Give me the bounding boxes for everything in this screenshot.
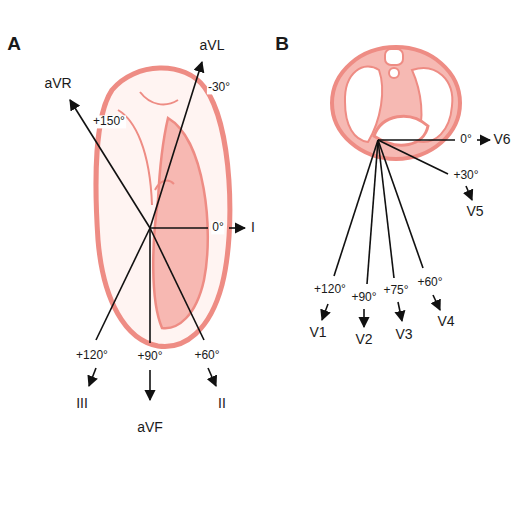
lead-ii-axis [150,228,204,340]
lead-name: V5 [465,204,484,219]
lead-i-axis [150,227,208,229]
spinal-canal [389,68,399,78]
v4-axis [378,140,423,268]
panel-letter: B [274,34,290,55]
v2-axis [367,140,378,284]
small-arrow [89,368,96,386]
torso-outline [332,47,460,159]
avf-axis [149,228,151,343]
lead-name: aVF [136,420,164,435]
small-arrow [433,295,440,310]
angle-label: +30° [452,169,479,182]
lead-name: V2 [354,332,373,347]
small-arrow [322,304,328,320]
angle-label: +60° [193,349,220,362]
valve-line [140,92,178,104]
lead-iii-axis [96,228,150,340]
small-arrow [466,186,472,200]
v6-axis [378,139,455,141]
lead-name: V4 [436,314,455,329]
lead-name: V3 [394,327,413,342]
angle-label: +75° [382,284,409,297]
heart-section [374,116,428,145]
ventricle-wall [153,118,208,328]
angle-label: +120° [313,283,347,296]
angle-label: -30° [207,81,231,94]
v1-axis [334,140,378,276]
small-arrow [363,309,365,327]
angle-label: +150° [92,115,126,128]
lead-name: V6 [492,132,511,147]
angle-label: 0° [459,133,472,146]
spine [385,49,403,65]
lead-name: V1 [308,325,327,340]
angle-label: +60° [416,276,443,289]
lead-name: II [217,396,227,411]
lead-name: aVR [43,76,72,91]
angle-label: 0° [211,221,224,234]
lead-name: I [250,220,256,235]
small-arrow [208,368,216,386]
panel-letter: A [6,34,22,55]
lead-name: III [75,396,89,411]
avr-axis [70,100,150,228]
angle-label: +90° [350,291,377,304]
small-arrow [229,227,245,229]
small-arrow [477,139,490,141]
avl-axis [150,62,202,228]
lead-name: aVL [199,38,226,53]
small-arrow [149,370,151,400]
small-arrow [398,302,402,321]
angle-label: +90° [136,350,163,363]
angle-label: +120° [75,349,109,362]
heart-outline [96,68,230,347]
